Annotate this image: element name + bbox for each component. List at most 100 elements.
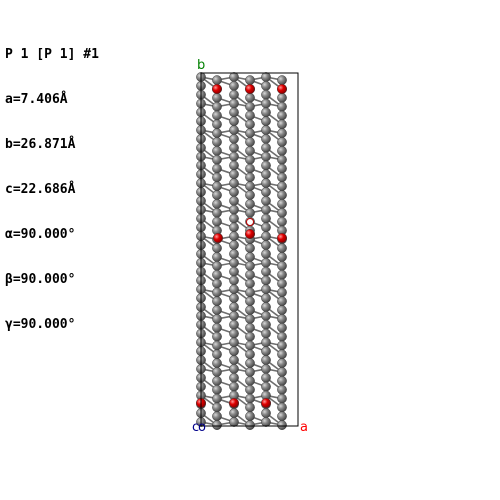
carbon-atom bbox=[245, 199, 255, 209]
carbon-atom bbox=[212, 278, 222, 289]
carbon-atom bbox=[229, 116, 239, 127]
carbon-atom bbox=[261, 178, 271, 189]
carbon-atom bbox=[261, 275, 271, 286]
carbon-atom bbox=[277, 349, 287, 360]
oxygen-atom bbox=[211, 83, 223, 95]
carbon-atom bbox=[212, 146, 222, 156]
cell-info-panel: P 1 [P 1] #1 a=7.406Å b=26.871Å c=22.686… bbox=[5, 17, 99, 362]
carbon-atom bbox=[261, 346, 271, 357]
carbon-atom bbox=[212, 287, 222, 298]
carbon-atom bbox=[245, 207, 255, 218]
carbon-atom bbox=[245, 305, 255, 315]
carbon-atom bbox=[245, 190, 255, 200]
carbon-atom bbox=[229, 337, 239, 348]
carbon-atom bbox=[277, 75, 287, 85]
carbon-atom bbox=[261, 116, 271, 127]
carbon-atom bbox=[277, 393, 287, 404]
carbon-atom bbox=[212, 411, 222, 422]
carbon-atom bbox=[245, 261, 255, 271]
carbon-atom bbox=[229, 178, 239, 189]
carbon-atom bbox=[245, 314, 255, 324]
carbon-atom bbox=[229, 372, 239, 383]
carbon-atom bbox=[229, 284, 239, 295]
carbon-atom bbox=[229, 319, 239, 330]
carbon-atom bbox=[229, 72, 239, 82]
carbon-atom bbox=[212, 349, 222, 360]
carbon-atom bbox=[212, 181, 222, 192]
carbon-atom bbox=[229, 381, 239, 392]
carbon-atom bbox=[245, 154, 255, 165]
carbon-atom bbox=[277, 278, 287, 289]
carbon-atom bbox=[261, 249, 271, 259]
carbon-atom bbox=[212, 305, 222, 315]
carbon-atom bbox=[229, 293, 239, 304]
carbon-atom bbox=[245, 252, 255, 262]
carbon-atom bbox=[212, 331, 222, 342]
carbon-atom bbox=[245, 278, 255, 289]
carbon-atom bbox=[245, 322, 255, 333]
oxygen-atom bbox=[244, 228, 256, 240]
carbon-atom bbox=[277, 384, 287, 395]
carbon-atom bbox=[212, 261, 222, 271]
carbon-atom bbox=[245, 110, 255, 121]
carbon-atom bbox=[229, 151, 239, 162]
lattice-alpha: α=90.000° bbox=[5, 227, 76, 242]
carbon-atom bbox=[277, 358, 287, 369]
axis-b-label: b bbox=[197, 58, 206, 73]
carbon-atom bbox=[212, 163, 222, 174]
carbon-atom bbox=[245, 411, 255, 422]
carbon-atom bbox=[229, 169, 239, 180]
carbon-atom bbox=[212, 216, 222, 227]
carbon-atom bbox=[277, 314, 287, 324]
carbon-atom bbox=[229, 257, 239, 268]
carbon-atom bbox=[261, 257, 271, 268]
carbon-atom bbox=[277, 322, 287, 333]
carbon-atom bbox=[245, 296, 255, 307]
carbon-atom bbox=[212, 420, 222, 430]
carbon-atom bbox=[229, 302, 239, 312]
carbon-atom bbox=[277, 269, 287, 280]
carbon-atom bbox=[212, 367, 222, 377]
carbon-atom bbox=[245, 367, 255, 377]
carbon-atom bbox=[277, 402, 287, 413]
carbon-atom bbox=[261, 284, 271, 295]
carbon-atom bbox=[212, 269, 222, 280]
carbon-atom bbox=[277, 110, 287, 121]
carbon-atom bbox=[261, 364, 271, 374]
carbon-atom bbox=[261, 72, 271, 82]
carbon-atom bbox=[212, 358, 222, 369]
carbon-atom bbox=[261, 417, 271, 427]
carbon-atom bbox=[261, 134, 271, 144]
carbon-atom bbox=[261, 372, 271, 383]
carbon-atom bbox=[277, 376, 287, 386]
carbon-atom bbox=[261, 80, 271, 91]
axis-a-label: a bbox=[300, 420, 308, 435]
carbon-atom bbox=[229, 231, 239, 242]
carbon-atom bbox=[212, 190, 222, 200]
carbon-atom bbox=[261, 187, 271, 197]
carbon-atom bbox=[261, 266, 271, 277]
carbon-atom bbox=[212, 384, 222, 395]
carbon-atom bbox=[212, 110, 222, 121]
carbon-atom bbox=[261, 89, 271, 100]
carbon-atom bbox=[277, 367, 287, 377]
carbon-atom bbox=[229, 80, 239, 91]
carbon-atom bbox=[212, 101, 222, 112]
carbon-atom bbox=[277, 163, 287, 174]
carbon-atom bbox=[245, 172, 255, 183]
carbon-atom bbox=[261, 381, 271, 392]
carbon-atom bbox=[212, 207, 222, 218]
carbon-atom bbox=[229, 240, 239, 250]
carbon-atom bbox=[261, 328, 271, 339]
space-group-title: P 1 [P 1] #1 bbox=[5, 47, 99, 62]
carbon-atom bbox=[229, 204, 239, 215]
oxygen-atom bbox=[276, 83, 288, 95]
carbon-atom bbox=[261, 195, 271, 206]
oxygen-atom bbox=[212, 232, 224, 244]
carbon-atom bbox=[229, 134, 239, 144]
oxygen-atom bbox=[260, 397, 272, 409]
carbon-atom bbox=[277, 199, 287, 209]
carbon-atom bbox=[277, 305, 287, 315]
